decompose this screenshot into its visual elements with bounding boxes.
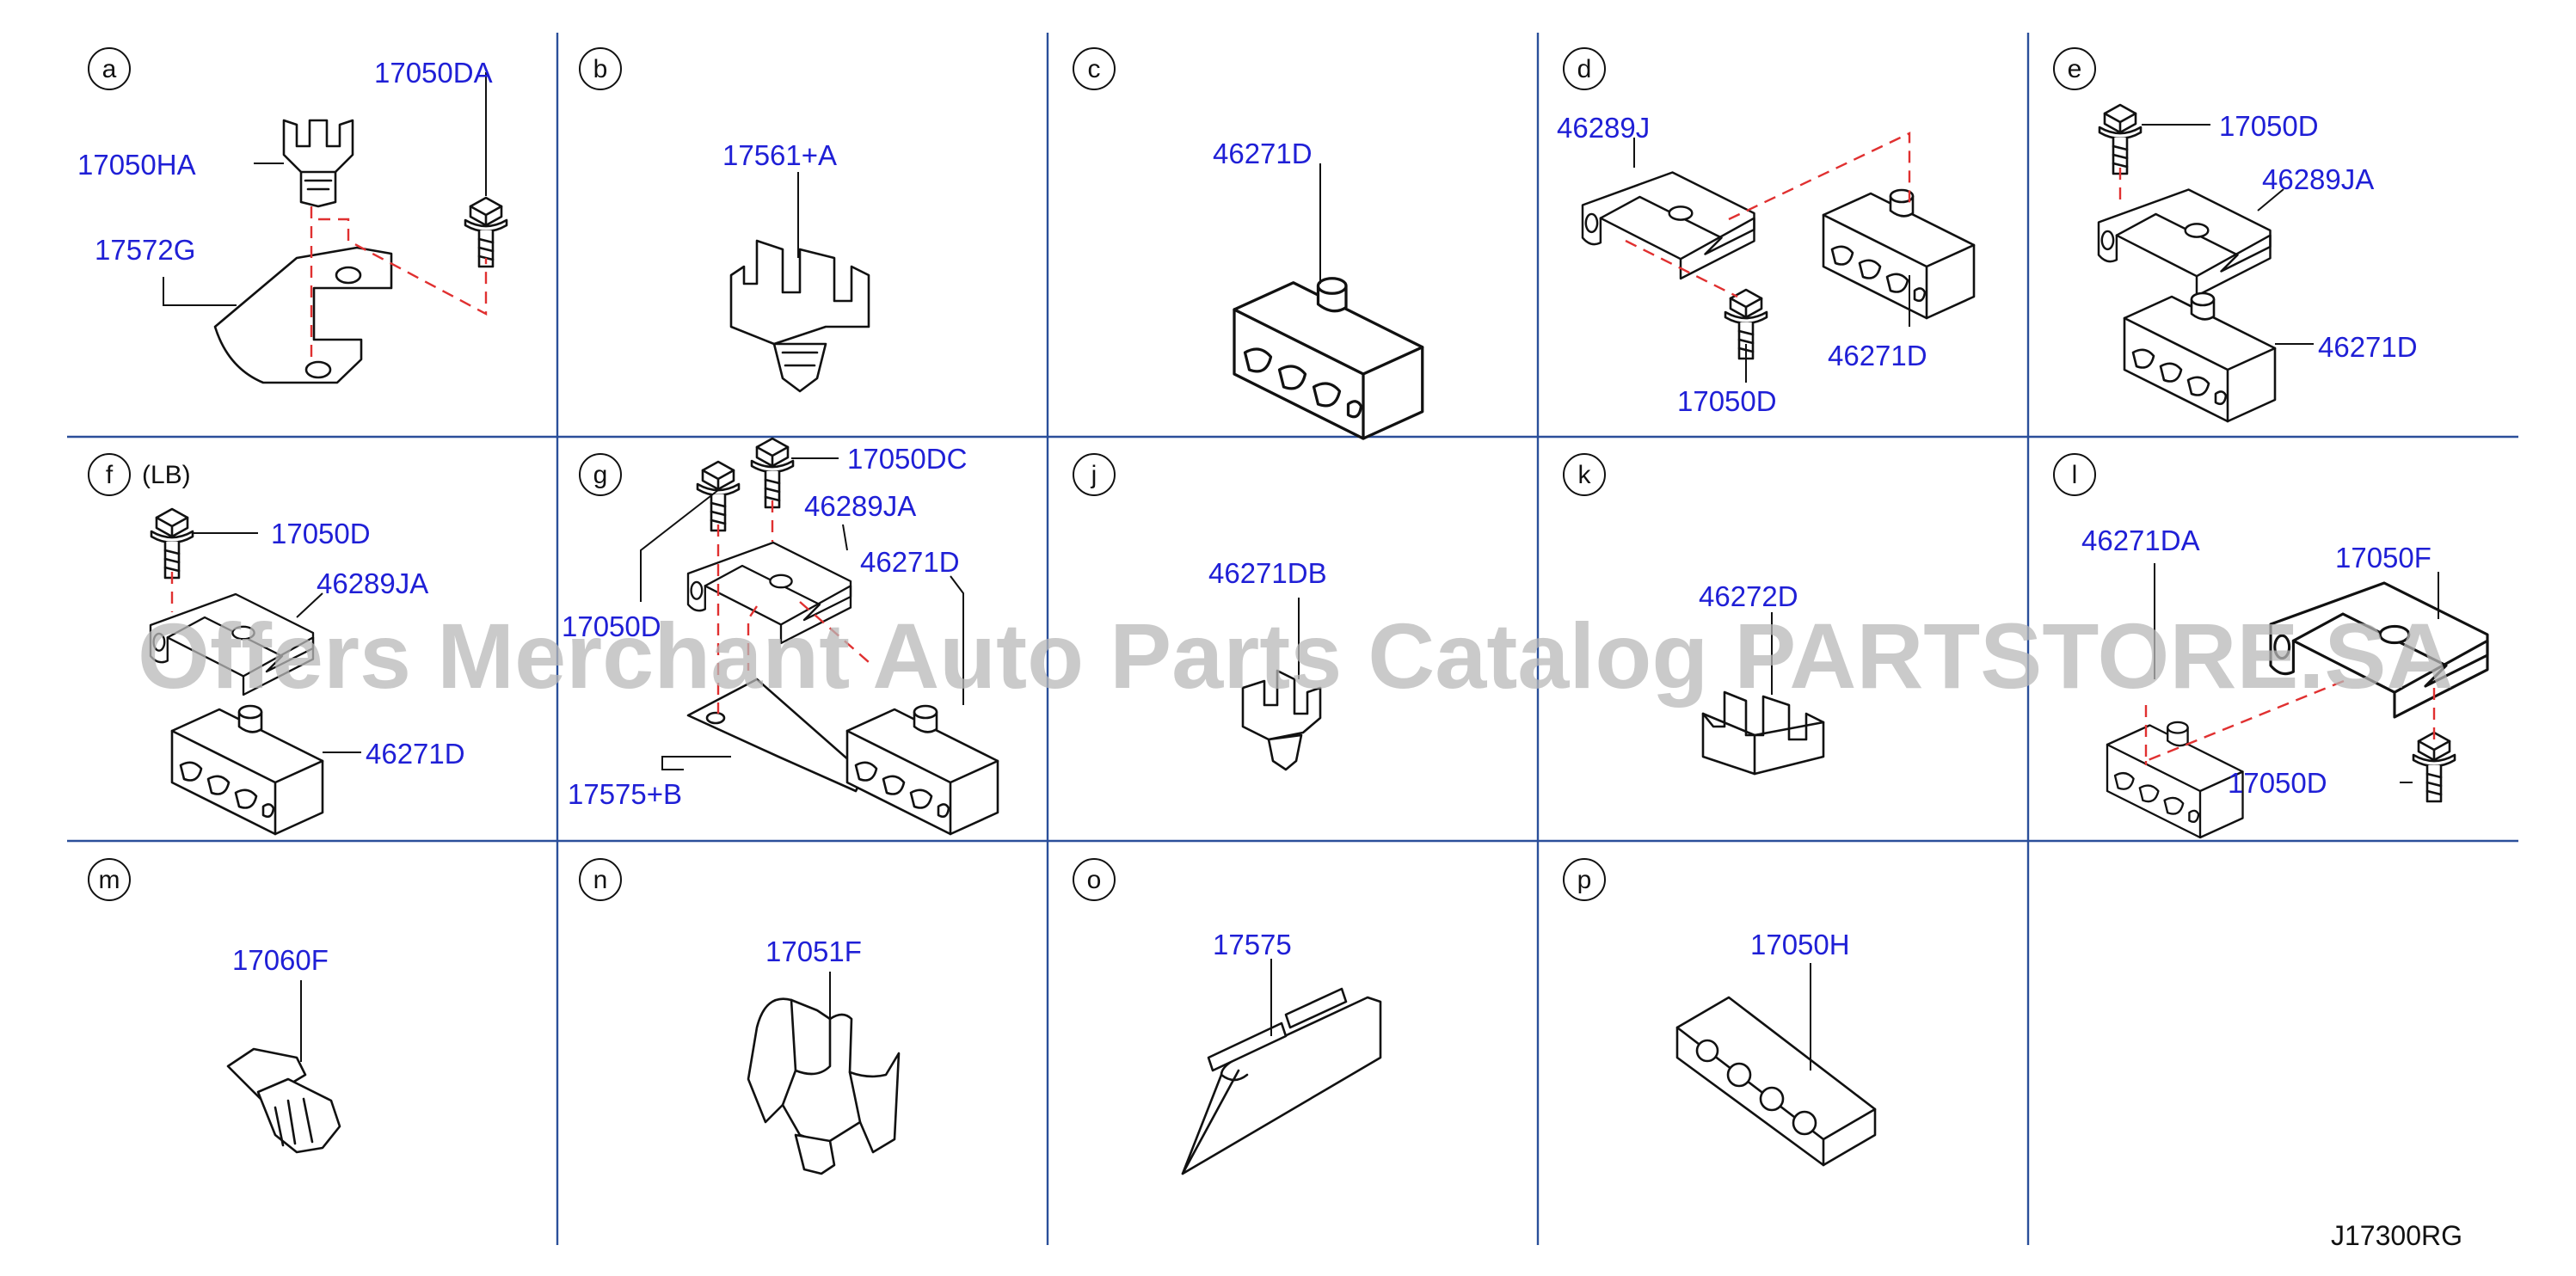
clip-part <box>729 239 870 393</box>
part-number: 17050D <box>562 610 661 642</box>
part-number: 46271D <box>366 738 465 770</box>
grid-lines <box>67 33 2518 1245</box>
part-number: 46271DA <box>2081 525 2200 556</box>
cell-b: b 17561+A <box>579 47 870 393</box>
part-number: 17050DA <box>374 57 493 89</box>
part-number: 17060F <box>232 944 329 976</box>
bracket-part <box>2097 188 2272 298</box>
part-number: 46271D <box>2318 331 2418 363</box>
clip-part <box>1701 690 1825 776</box>
cell-l: l 46271DA 17050F 17050D <box>2053 453 2489 839</box>
part-number: 17575 <box>1213 929 1292 960</box>
cell-p: p 17050H <box>1563 858 1877 1167</box>
cell-note: (LB) <box>142 461 191 489</box>
bolt-icon <box>150 507 194 580</box>
clamp-part <box>2123 291 2277 423</box>
assembly-dash-line <box>310 206 488 361</box>
part-number: 17050D <box>2228 767 2327 799</box>
part-number: 46289J <box>1557 112 1650 144</box>
clamp-part <box>170 704 324 836</box>
part-number: 46271DB <box>1208 557 1327 589</box>
cell-o: o 17575 <box>1073 858 1382 1175</box>
cell-letter: f <box>106 461 114 489</box>
clamp-part <box>1822 188 1976 320</box>
cell-letter: l <box>2072 461 2078 489</box>
clip-part <box>747 997 901 1175</box>
part-number: 46272D <box>1699 580 1798 612</box>
cell-a: a 17050DA 17050HA 17572G <box>77 47 508 384</box>
part-number: 17050HA <box>77 149 196 181</box>
bolt-icon <box>750 437 795 509</box>
cell-k: k 46272D <box>1563 453 1825 776</box>
clip-part <box>226 1047 341 1154</box>
part-number: 46271D <box>1828 340 1927 371</box>
part-number: 17050F <box>2335 542 2432 574</box>
part-number: 46289JA <box>317 567 428 599</box>
cell-letter: c <box>1088 55 1101 83</box>
bolt-icon <box>2098 103 2143 175</box>
cell-letter: j <box>1091 461 1097 489</box>
cell-letter: m <box>99 866 120 894</box>
part-number: 17050D <box>2219 110 2319 142</box>
cell-letter: a <box>102 55 117 83</box>
cell-f: f (LB) 17050D 46289JA 46271D <box>88 453 465 836</box>
bolt-icon <box>464 196 508 268</box>
clip-rail-part <box>1675 996 1877 1167</box>
cell-m: m 17060F <box>88 858 341 1154</box>
part-number: 17572G <box>95 234 195 266</box>
cell-letter: n <box>593 866 608 894</box>
cover-part <box>1181 987 1382 1175</box>
clip-part <box>1241 669 1322 771</box>
part-number: 17050DC <box>847 443 967 475</box>
clamp-part <box>1233 277 1424 440</box>
cell-n: n 17051F <box>579 858 901 1175</box>
part-number: 17561+A <box>722 139 837 171</box>
watermark: Offers Merchant Auto Parts Catalog PARTS… <box>138 604 2453 708</box>
bracket-part <box>213 246 393 384</box>
part-number: 17050D <box>271 518 371 549</box>
reference-code: J17300RG <box>2331 1220 2462 1251</box>
cell-letter: o <box>1087 866 1102 894</box>
clamp-part <box>2106 721 2244 839</box>
cell-e: e 17050D 46289JA 46271D <box>2053 47 2418 423</box>
part-number: 46271D <box>860 546 960 578</box>
clamp-part <box>845 704 999 836</box>
bolt-icon <box>2412 731 2456 803</box>
cell-g: g 17050DC 46289JA 46271D 17050D 17575+B <box>562 437 999 836</box>
cell-letter: g <box>593 461 608 489</box>
cell-j: j 46271DB <box>1073 453 1327 771</box>
cell-letter: d <box>1577 55 1592 83</box>
cell-letter: e <box>2068 55 2082 83</box>
clip-part <box>282 119 354 208</box>
cell-letter: b <box>593 55 608 83</box>
bolt-icon <box>696 460 741 532</box>
part-number: 17575+B <box>568 778 682 810</box>
part-number: 46289JA <box>2262 163 2374 195</box>
part-number: 46289JA <box>804 490 916 522</box>
part-number: 17050H <box>1750 929 1850 960</box>
part-number: 17051F <box>765 936 862 967</box>
cell-letter: p <box>1577 866 1592 894</box>
part-number: 17050D <box>1677 385 1777 417</box>
cell-letter: k <box>1578 461 1592 489</box>
part-number: 46271D <box>1213 138 1313 169</box>
cell-d: d 46289J 46271D 17050D <box>1557 47 1976 417</box>
cell-c: c 46271D <box>1073 47 1424 440</box>
